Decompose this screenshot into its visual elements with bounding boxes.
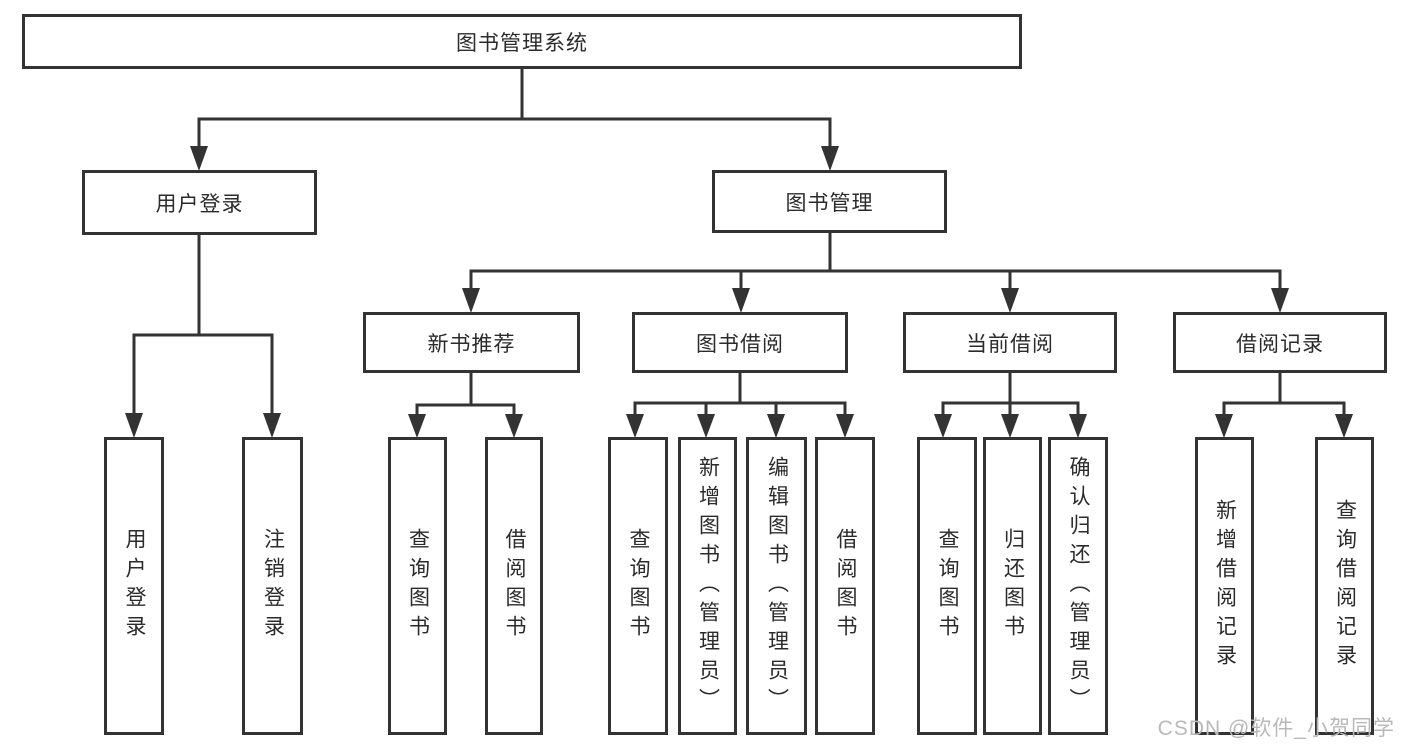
leaf-edit-books-admin: 编辑图书（管理员） (746, 437, 807, 735)
connector-book-borrow-to-leaves (633, 373, 847, 419)
connector-book-mgmt-to-level2 (469, 233, 1282, 292)
leaf-add-borrow-record: 新增借阅记录 (1195, 437, 1254, 735)
leaf-confirm-return-admin-label: 确认归还（管理员） (1067, 455, 1090, 717)
leaf-user-login-label: 用户登录 (123, 528, 146, 644)
leaf-borrow-books-recommend-label: 借阅图书 (503, 528, 526, 644)
leaf-add-borrow-record-label: 新增借阅记录 (1213, 499, 1237, 673)
leaf-borrow-books-label: 借阅图书 (834, 528, 857, 644)
leaf-query-books-borrow: 查询图书 (608, 437, 668, 735)
node-book-management-label: 图书管理 (785, 191, 874, 215)
node-current-borrow: 当前借阅 (903, 312, 1117, 373)
leaf-query-borrow-record: 查询借阅记录 (1315, 437, 1374, 735)
leaf-logout: 注销登录 (242, 437, 303, 735)
leaf-query-books-current-label: 查询图书 (936, 528, 959, 644)
leaf-add-books-admin: 新增图书（管理员） (678, 437, 737, 735)
node-book-management: 图书管理 (712, 170, 947, 233)
leaf-query-books-recommend: 查询图书 (388, 437, 447, 735)
node-book-borrow-label: 图书借阅 (696, 332, 784, 356)
connector-root-to-level1 (197, 69, 832, 150)
node-root: 图书管理系统 (22, 14, 1022, 69)
node-new-book-recommend: 新书推荐 (363, 312, 580, 373)
connector-current-borrow-to-leaves (941, 373, 1080, 419)
node-user-login: 用户登录 (82, 170, 317, 235)
leaf-user-login: 用户登录 (104, 437, 164, 735)
leaf-query-books-recommend-label: 查询图书 (406, 528, 430, 644)
connector-borrow-records-to-leaves (1222, 373, 1346, 419)
leaf-add-books-admin-label: 新增图书（管理员） (696, 455, 720, 717)
node-current-borrow-label: 当前借阅 (966, 332, 1054, 356)
connector-new-book-to-leaves (415, 373, 516, 419)
node-borrow-records-label: 借阅记录 (1236, 332, 1324, 356)
leaf-return-books: 归还图书 (983, 437, 1042, 735)
leaf-query-books-borrow-label: 查询图书 (627, 528, 650, 644)
node-book-borrow: 图书借阅 (632, 312, 848, 373)
node-user-login-label: 用户登录 (155, 192, 244, 216)
node-root-label: 图书管理系统 (456, 31, 588, 55)
connector-user-login-to-leaves (132, 235, 274, 417)
arrowheads (125, 146, 1353, 438)
csdn-watermark: CSDN @软件_小贺同学 (1157, 717, 1395, 740)
leaf-borrow-books-recommend: 借阅图书 (485, 437, 543, 735)
leaf-edit-books-admin-label: 编辑图书（管理员） (765, 455, 789, 717)
leaf-query-borrow-record-label: 查询借阅记录 (1333, 499, 1357, 673)
node-borrow-records: 借阅记录 (1173, 312, 1387, 373)
leaf-query-books-current: 查询图书 (917, 437, 977, 735)
leaf-borrow-books: 借阅图书 (815, 437, 875, 735)
node-new-book-recommend-label: 新书推荐 (427, 332, 516, 356)
leaf-confirm-return-admin: 确认归还（管理员） (1048, 437, 1108, 735)
leaf-return-books-label: 归还图书 (1001, 528, 1025, 644)
leaf-logout-label: 注销登录 (261, 528, 285, 644)
